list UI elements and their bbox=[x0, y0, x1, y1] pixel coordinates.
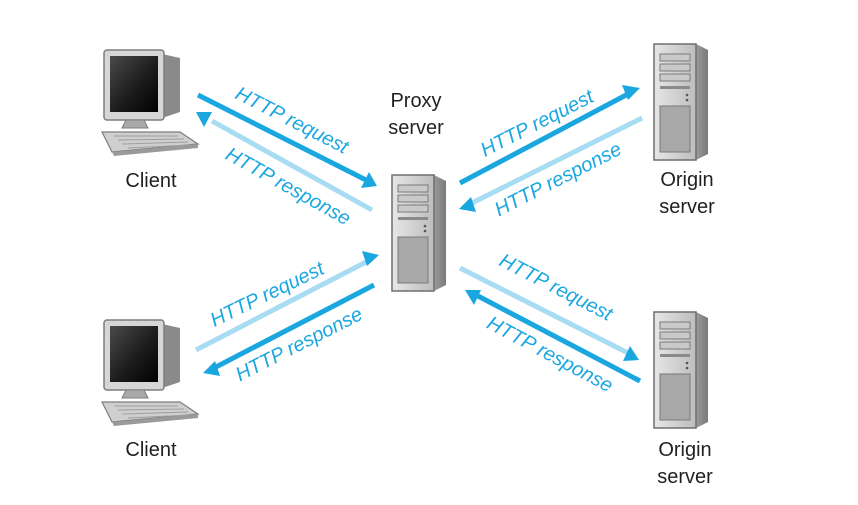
origin-top-label-line2: server bbox=[659, 196, 715, 218]
response-label: HTTP response bbox=[483, 312, 616, 397]
origin-top-node: Origin server bbox=[653, 43, 715, 218]
request-arrow bbox=[458, 91, 630, 186]
response-label: HTTP response bbox=[232, 303, 366, 386]
arrowhead-icon bbox=[361, 172, 377, 188]
proxy-server-node: Proxy server bbox=[388, 90, 447, 292]
link-origin-top: HTTP request HTTP response bbox=[458, 85, 644, 221]
request-arrow bbox=[196, 92, 368, 183]
arrowhead-icon bbox=[465, 290, 481, 305]
computer-icon bbox=[101, 319, 199, 427]
arrowhead-icon bbox=[622, 85, 640, 100]
server-icon bbox=[653, 43, 709, 161]
response-line bbox=[470, 115, 644, 206]
proxy-label-line1: Proxy bbox=[390, 90, 441, 112]
arrowhead-icon bbox=[203, 361, 220, 376]
request-line bbox=[458, 265, 630, 356]
origin-top-label-line1: Origin bbox=[660, 169, 713, 191]
arrowhead-icon bbox=[362, 251, 379, 266]
origin-bottom-node: Origin server bbox=[653, 311, 713, 488]
arrowhead-icon bbox=[623, 346, 639, 361]
link-origin-bottom: HTTP request HTTP response bbox=[458, 250, 642, 397]
arrowhead-icon bbox=[196, 112, 212, 127]
client-bottom-label: Client bbox=[125, 439, 177, 461]
response-arrow bbox=[212, 282, 376, 371]
response-arrow bbox=[476, 293, 642, 384]
client-top-node: Client bbox=[101, 49, 199, 192]
link-client-bottom: HTTP request HTTP response bbox=[194, 251, 379, 386]
client-top-label: Client bbox=[125, 170, 177, 192]
arrowhead-icon bbox=[459, 197, 476, 212]
request-line bbox=[194, 258, 370, 353]
response-line bbox=[210, 118, 374, 213]
server-icon bbox=[391, 174, 447, 292]
proxy-label-line2: server bbox=[388, 117, 444, 139]
computer-icon bbox=[101, 49, 199, 157]
origin-bottom-label-line1: Origin bbox=[658, 439, 711, 461]
server-icon bbox=[653, 311, 709, 429]
origin-bottom-label-line2: server bbox=[657, 466, 713, 488]
client-bottom-node: Client bbox=[101, 319, 199, 461]
link-client-top: HTTP request HTTP response bbox=[196, 83, 377, 230]
response-label: HTTP response bbox=[491, 138, 625, 221]
